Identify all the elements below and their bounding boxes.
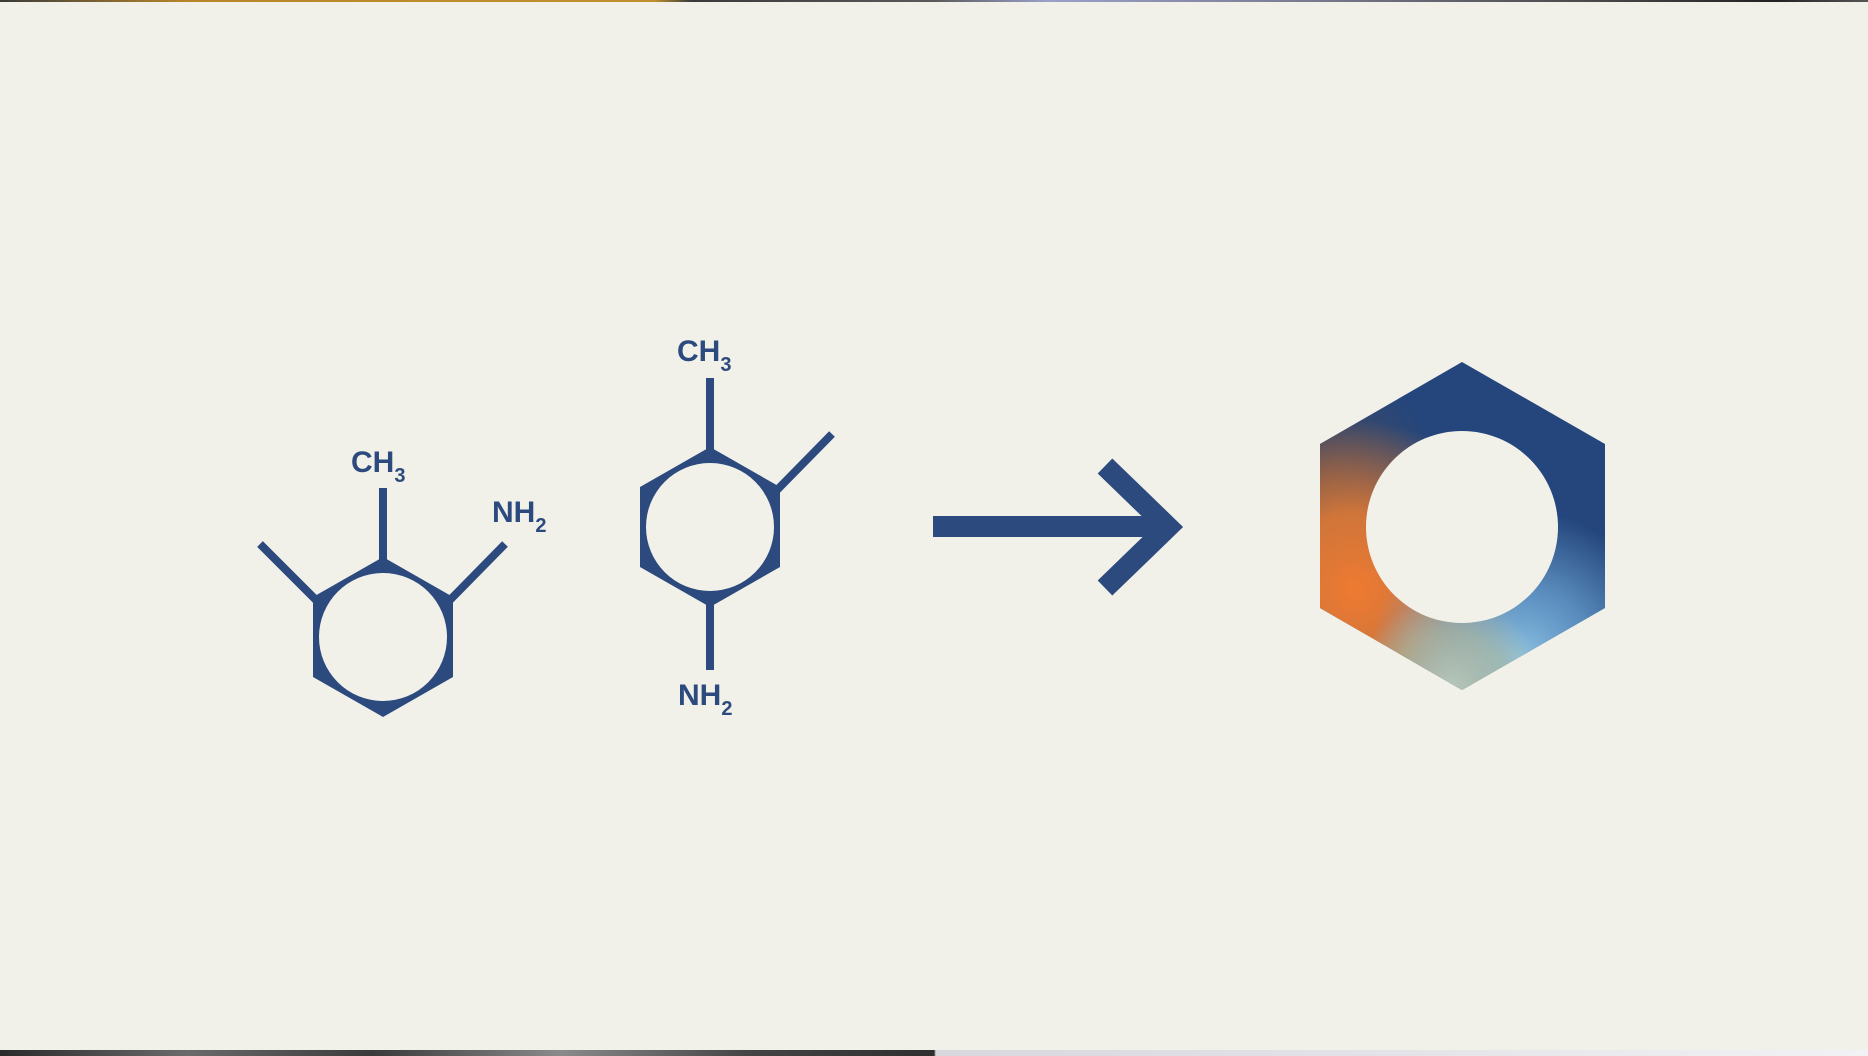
bottom-edge-strip [0, 1050, 1868, 1056]
benzene-ring-2 [640, 447, 780, 607]
molecule-1: CH3 NH2 [257, 446, 546, 717]
product-gradient-ring [1320, 362, 1605, 690]
amine-label-1: NH2 [492, 496, 546, 537]
molecule-2: CH3 NH2 [640, 335, 835, 720]
reaction-arrow-icon [933, 458, 1184, 596]
top-edge-strip [0, 0, 1868, 2]
left-stub-bond-1 [257, 541, 319, 603]
methyl-label-1: CH3 [351, 446, 405, 487]
benzene-ring-1 [313, 557, 453, 717]
right-stub-bond-2 [774, 431, 835, 493]
amine-label-2: NH2 [678, 679, 732, 720]
amine-bond-1 [447, 541, 508, 603]
methyl-label-2: CH3 [677, 335, 731, 376]
